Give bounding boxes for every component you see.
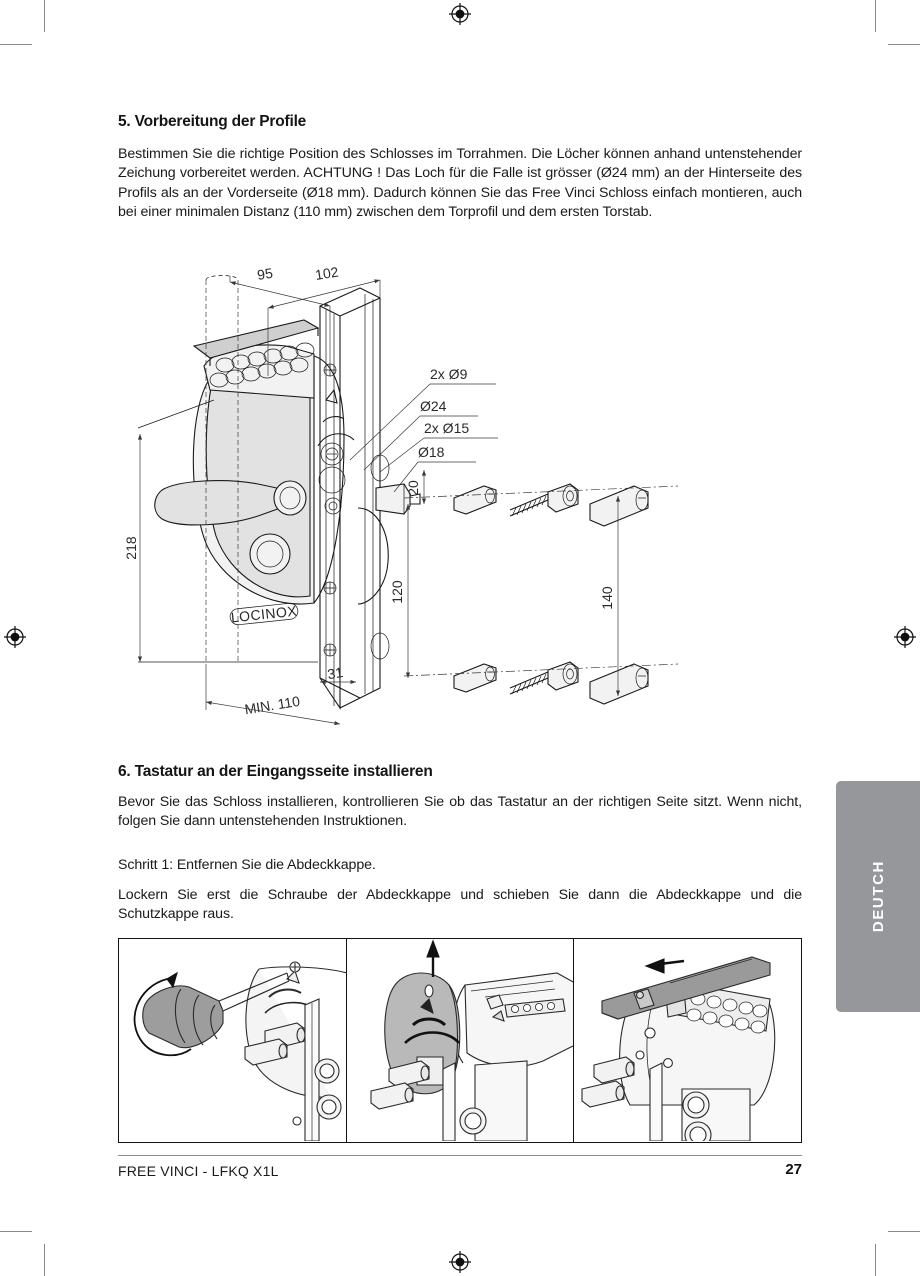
section-6-note-text: Lockern Sie erst die Schraube der Abdeck…: [118, 887, 802, 923]
fastener-assembly-bottom: [453, 661, 649, 705]
callout-d24-label: Ø24: [420, 398, 447, 414]
hole-callouts: 2x Ø9 Ø24 2x Ø15 Ø18: [349, 366, 498, 493]
crop-mark-top-right-horizontal: [888, 44, 920, 45]
fastener-assembly-top: [453, 483, 649, 527]
dimension-31: 31: [320, 664, 356, 685]
registration-mark-bottom: [449, 1251, 471, 1273]
registration-mark-right: [894, 626, 916, 648]
section-6-step-text: Schritt 1: Entfernen Sie die Abdeckkappe…: [118, 857, 376, 873]
footer-divider: [118, 1155, 802, 1156]
section-5-body-text: Bestimmen Sie die richtige Position des …: [118, 146, 802, 221]
dimension-120-label: 120: [389, 580, 405, 604]
instruction-panel-loosen-screw: [118, 938, 347, 1143]
brand-label: LOCINOX: [230, 603, 298, 626]
threaded-bolt-bottom: [509, 661, 579, 695]
dimension-95-102: 95 102: [229, 263, 381, 376]
instruction-panels: [118, 938, 803, 1143]
dimension-102-label: 102: [314, 263, 340, 282]
instruction-panel-lift-cover-cap: [346, 938, 575, 1143]
lock-body: LOCINOX: [154, 319, 345, 626]
footer-product-name: FREE VINCI - LFKQ X1L: [118, 1163, 279, 1179]
callout-2x-d15-label: 2x Ø15: [424, 420, 469, 436]
callout-2x-d9-label: 2x Ø9: [430, 366, 468, 382]
crop-mark-bottom-left-horizontal: [0, 1231, 32, 1232]
dimension-120: 120: [389, 504, 411, 678]
dimension-218-label: 218: [123, 536, 139, 560]
dimension-min110-label: MIN. 110: [243, 693, 301, 718]
dimension-218: 218: [123, 434, 143, 662]
language-tab-label: DEUTCH: [869, 860, 887, 933]
language-tab-deutch[interactable]: DEUTCH: [836, 781, 920, 1012]
crop-mark-bottom-right-horizontal: [888, 1231, 920, 1232]
lock-installation-technical-drawing: .ln{stroke:#1a1a1a;fill:none;stroke-widt…: [118, 258, 802, 738]
brand-plate: LOCINOX: [229, 603, 299, 626]
section-6-body-text: Bevor Sie das Schloss installieren, kont…: [118, 794, 802, 830]
footer-page-number: 27: [785, 1161, 802, 1178]
crop-mark-top-right-vertical: [875, 0, 876, 32]
section-6-heading: 6. Tastatur an der Eingangsseite install…: [118, 763, 433, 780]
keypad-buttons: [209, 342, 315, 388]
section-5-heading: 5. Vorbereitung der Profile: [118, 113, 307, 130]
crop-mark-top-left-vertical: [44, 0, 45, 32]
dimension-31-label: 31: [326, 664, 344, 682]
crop-mark-bottom-right-vertical: [875, 1244, 876, 1276]
callout-d18-label: Ø18: [418, 444, 445, 460]
dimension-95-label: 95: [256, 265, 274, 283]
registration-mark-left: [4, 626, 26, 648]
registration-mark-top: [449, 3, 471, 25]
dimension-20-label: 20: [405, 480, 421, 496]
crop-mark-top-left-horizontal: [0, 44, 32, 45]
dimension-20: 20: [405, 470, 427, 504]
dimension-140: 140: [599, 496, 621, 696]
instruction-panel-slide-protective-cap: [574, 938, 803, 1143]
threaded-bolt-top: [509, 483, 579, 517]
crop-mark-bottom-left-vertical: [44, 1244, 45, 1276]
dimension-140-label: 140: [599, 586, 615, 610]
